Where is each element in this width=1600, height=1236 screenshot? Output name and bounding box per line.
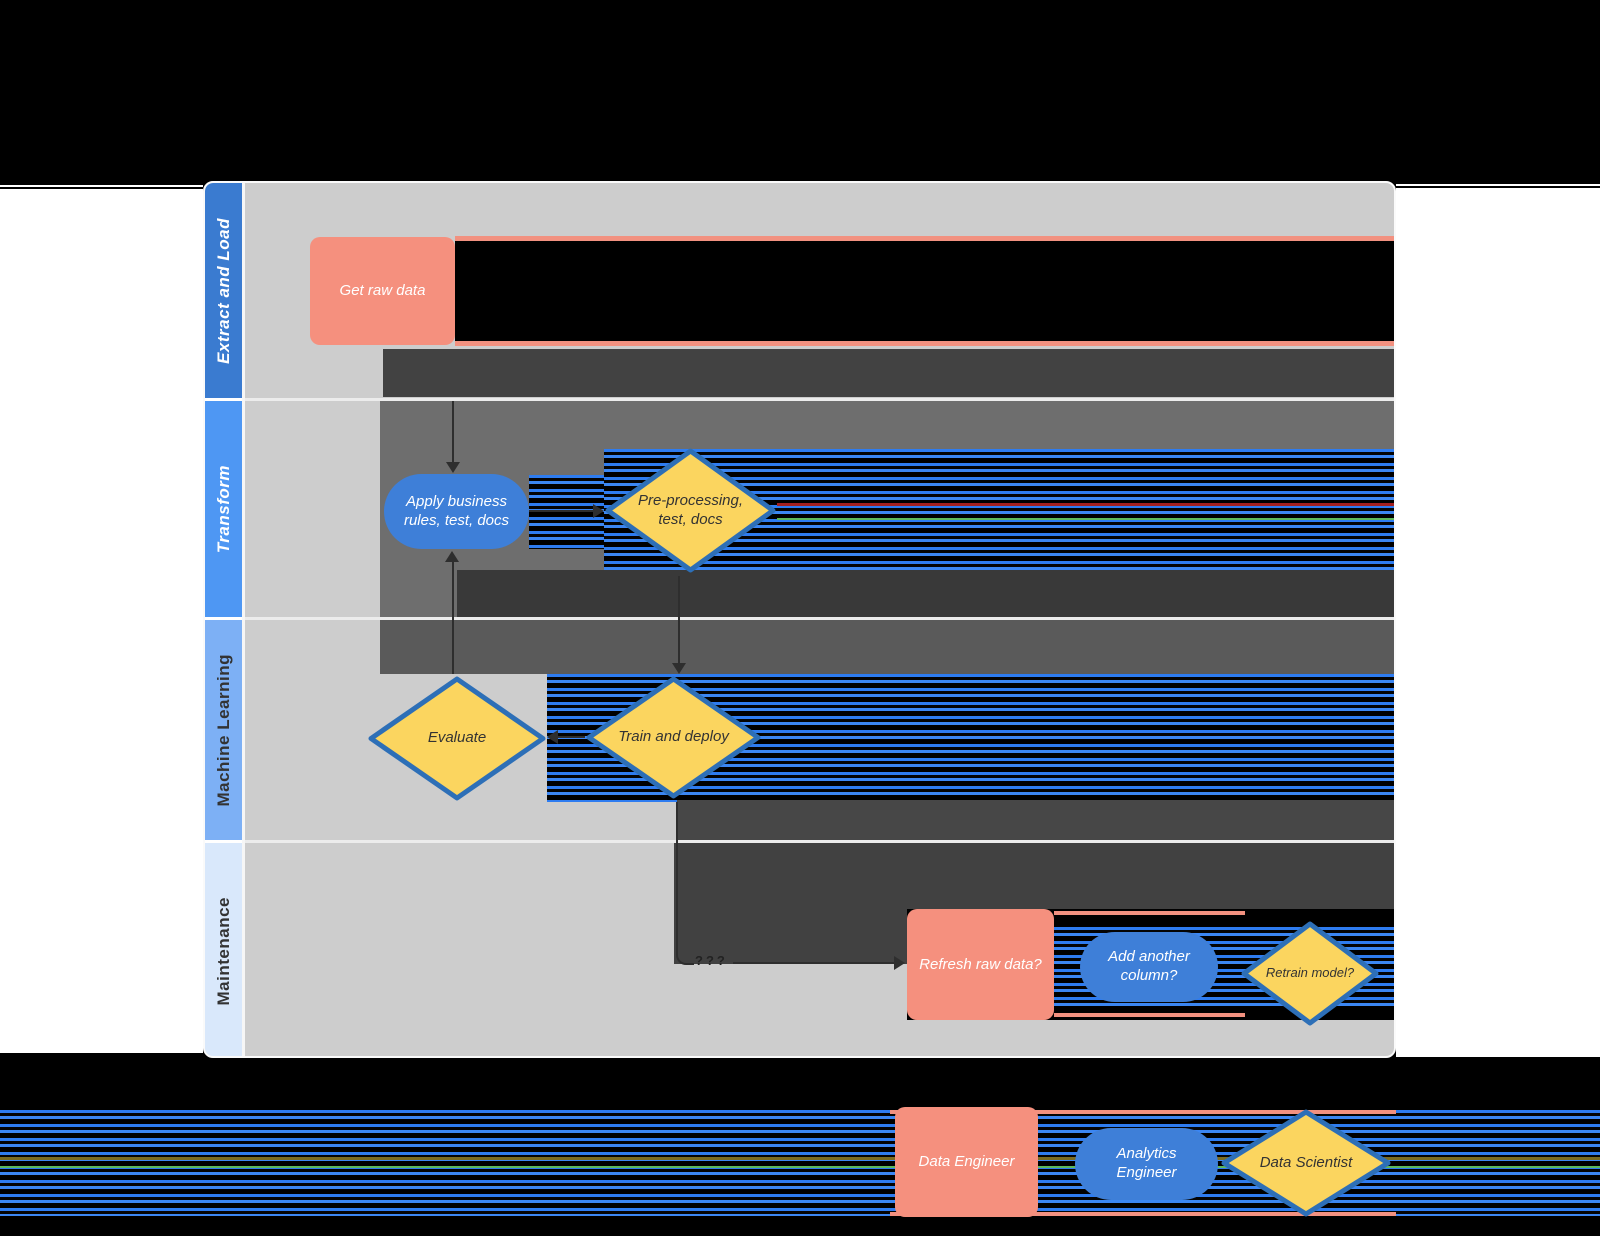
node-label: Apply business rules, test, docs [403, 492, 510, 529]
glitch-smear [455, 236, 1394, 241]
lane-extract-and-load[interactable]: Extract and Load [205, 183, 242, 398]
legend-analytics-engineer[interactable]: Analytics Engineer [1075, 1128, 1218, 1200]
top-rule-right [1396, 182, 1600, 184]
lane-transform[interactable]: Transform [205, 401, 242, 617]
top-rule-right2 [1396, 186, 1600, 188]
diamond-shape-icon [1241, 921, 1379, 1026]
left-margin [0, 183, 203, 1055]
legend-data-engineer[interactable]: Data Engineer [895, 1107, 1038, 1217]
node-add-another-column[interactable]: Add another column? [1080, 932, 1218, 1002]
glitch-dark-band [457, 570, 1394, 617]
node-label: Retrain model? [1265, 965, 1355, 981]
lane-label: Machine Learning [213, 653, 233, 807]
arrowhead-right-icon [593, 504, 604, 518]
lane-maintenance[interactable]: Maintenance [205, 843, 242, 1056]
top-rule-left2 [0, 187, 203, 189]
glitch-dark-band [380, 620, 1394, 674]
glitch-smear [777, 503, 1394, 506]
lane-machine-learning[interactable]: Machine Learning [205, 620, 242, 840]
node-refresh-raw-data[interactable]: Refresh raw data? [907, 909, 1054, 1020]
connector-apply-to-preprocessing [529, 510, 595, 512]
glitch-smear [1054, 911, 1245, 915]
node-evaluate[interactable]: Evaluate [367, 675, 547, 802]
node-get-raw-data[interactable]: Get raw data [310, 237, 455, 345]
arrowhead-down-icon [672, 663, 686, 674]
node-label: Get raw data [339, 282, 426, 300]
legend-label: Data Scientist [1259, 1153, 1353, 1171]
lane-label: Transform [213, 464, 233, 554]
lane-separator [242, 840, 1394, 843]
glitch-dark-band [383, 349, 1394, 397]
connector-train-to-refresh-horizontal [733, 962, 896, 964]
glitch-smear [777, 518, 1394, 520]
connector-get-raw-to-apply [452, 401, 454, 463]
lane-label: Extract and Load [213, 217, 233, 364]
node-preprocessing[interactable]: Pre-processing, test, docs [604, 447, 777, 574]
connector-preprocessing-to-train [678, 576, 680, 665]
glitch-smear [455, 341, 1394, 346]
legend-label: Analytics Engineer [1116, 1145, 1177, 1181]
glitch-smear [1054, 1013, 1245, 1017]
diamond-shape-icon [605, 448, 776, 573]
legend-label: Data Engineer [918, 1153, 1015, 1171]
connector-evaluate-to-apply [452, 562, 454, 674]
node-label: Add another column? [1108, 948, 1190, 984]
connector-elbow [676, 927, 694, 965]
legend-data-scientist[interactable]: Data Scientist [1220, 1108, 1392, 1218]
diamond-shape-icon [1221, 1109, 1391, 1217]
lane-separator [242, 617, 1394, 620]
node-label: Pre-processing, test, docs [637, 491, 744, 528]
lane-label: Maintenance [213, 897, 233, 1006]
bottom-rule-left [0, 1053, 203, 1056]
flowchart-canvas: ??? Get raw data Apply business rules, t… [203, 181, 1396, 1058]
glitch-black-band [455, 241, 1394, 341]
node-retrain-model[interactable]: Retrain model? [1240, 920, 1380, 1027]
glitch-dark-band [677, 800, 1394, 840]
connector-dashed-segment: ??? [695, 953, 728, 968]
diamond-shape-icon [368, 676, 546, 801]
lane-separator [242, 398, 1394, 401]
lane-strip-divider [242, 183, 245, 1056]
node-label: Evaluate [427, 729, 487, 747]
glitch-dark-band [380, 401, 1394, 617]
connector-train-to-refresh-vertical [676, 802, 678, 927]
arrowhead-up-icon [445, 551, 459, 562]
node-label: Refresh raw data? [919, 955, 1042, 973]
connector-train-to-evaluate [557, 736, 585, 738]
node-label: Train and deploy [618, 728, 729, 746]
diamond-shape-icon [586, 676, 761, 799]
glitch-dark-band [674, 843, 1394, 909]
arrowhead-right-icon [894, 956, 905, 970]
top-rule-left [0, 183, 203, 185]
right-margin [1396, 183, 1600, 1057]
node-apply-business-rules[interactable]: Apply business rules, test, docs [384, 474, 529, 549]
arrowhead-down-icon [446, 462, 460, 473]
node-train-and-deploy[interactable]: Train and deploy [585, 675, 762, 800]
arrowhead-left-icon [547, 730, 558, 744]
